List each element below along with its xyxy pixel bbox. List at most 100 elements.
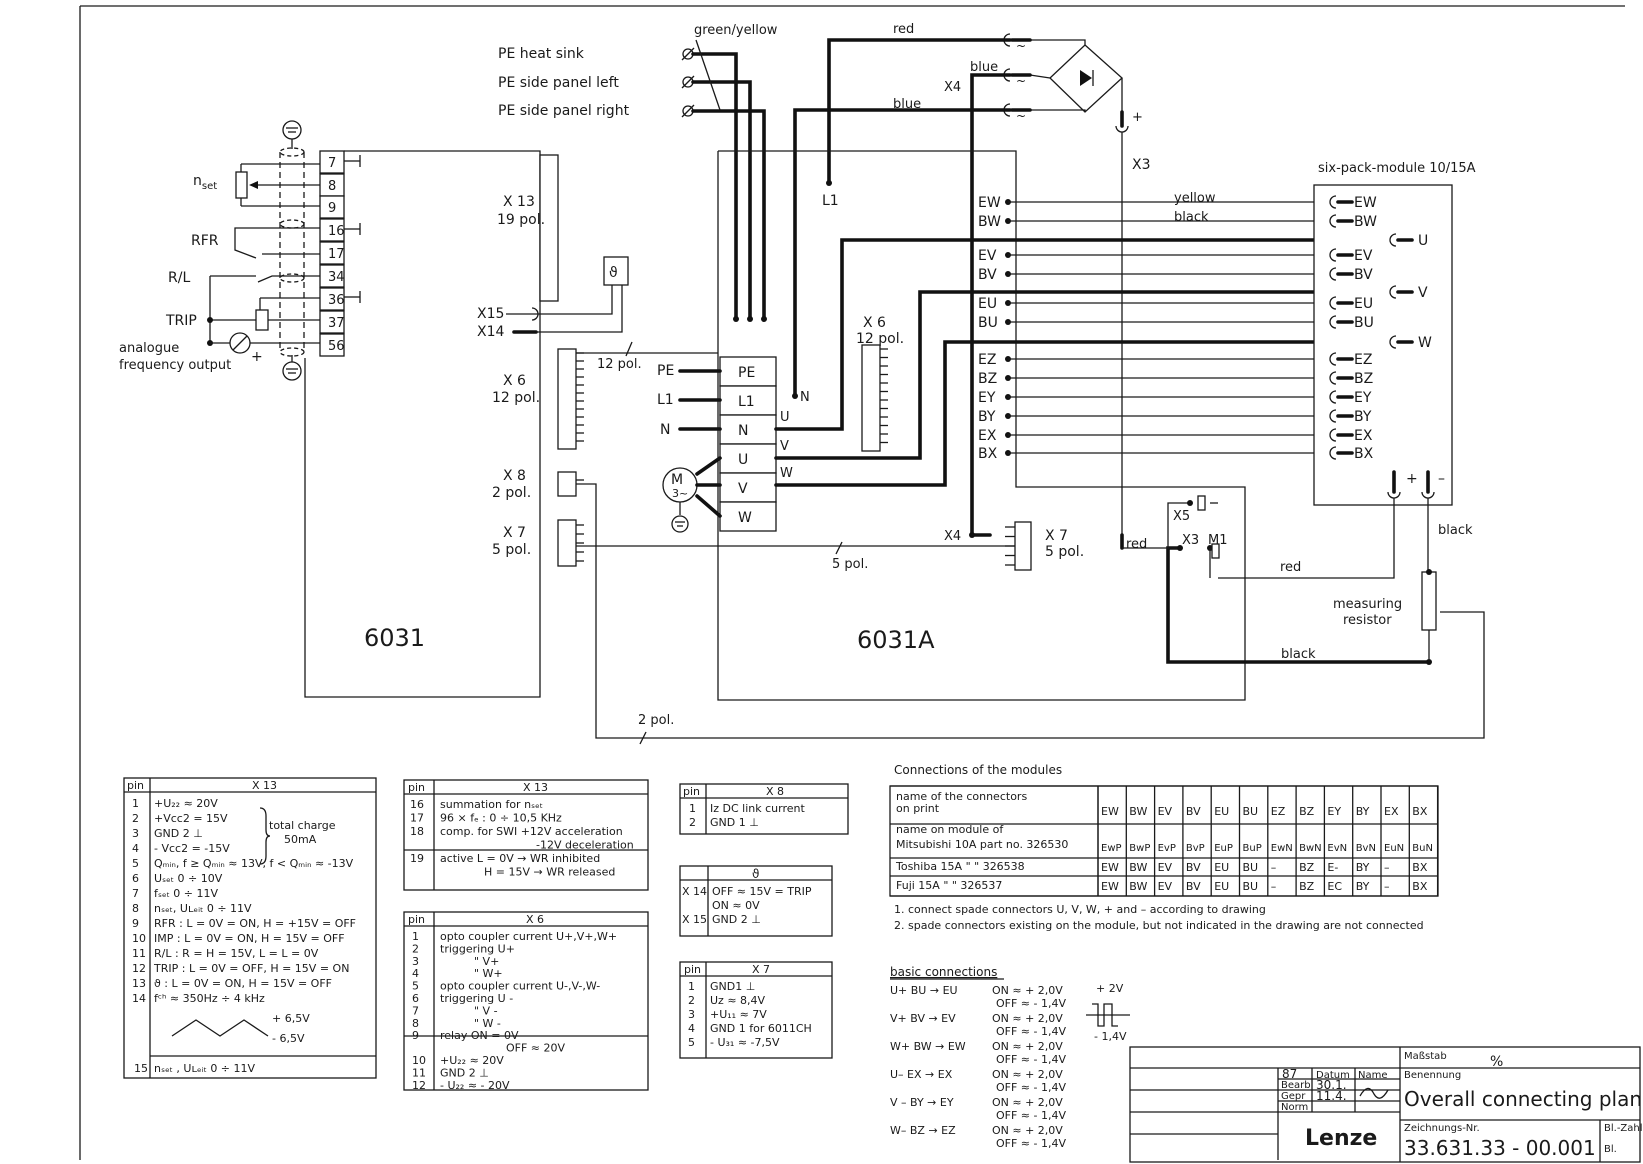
table-pin: 3 (688, 1008, 695, 1021)
x13-connector (539, 154, 559, 302)
table-pin: 7 (412, 1004, 419, 1017)
power-terminal-label: PE (738, 365, 755, 381)
x3-top-label: X3 (1132, 157, 1151, 173)
drawing-number: 33.631.33 - 00.001 (1404, 1136, 1596, 1160)
l1-drop-label: L1 (822, 193, 839, 209)
note-1: 1. connect spade connectors U, V, W, + a… (894, 903, 1266, 916)
table-cell: GND 2 ⊥ (154, 827, 203, 840)
pin-header: pin (127, 779, 144, 792)
theta-symbol: ϑ (609, 265, 618, 281)
table-cell: triggering U+ (440, 942, 515, 955)
table-cell: Uₛₑₜ 0 ÷ 10V (154, 872, 223, 885)
table-cell: triggering U - (440, 992, 513, 1005)
basic-off: OFF ≈ - 1,4V (996, 997, 1066, 1010)
gate-right-label: BW (1354, 214, 1377, 230)
gate-right-label: EV (1354, 248, 1373, 264)
x7-connector (557, 519, 577, 567)
gate-left-label: EW (978, 195, 1001, 211)
table-pin: 4 (688, 1022, 695, 1035)
m65-label: - 6,5V (272, 1032, 305, 1045)
modules-cell: EW (1101, 861, 1119, 874)
table-pin: 14 (132, 992, 146, 1005)
table-cell: OFF ≈ 20V (506, 1042, 566, 1055)
table-pin: 8 (412, 1017, 419, 1030)
black-right-label: black (1438, 523, 1473, 538)
yellow-wire-label: yellow (1174, 191, 1216, 206)
meter-plus: + (251, 349, 263, 365)
table-cell: " W+ (474, 967, 503, 980)
pin-header: pin (408, 781, 425, 794)
modules-cell: EU (1214, 805, 1229, 818)
date-2: 11.4. (1316, 1089, 1347, 1103)
x13b-header: X 13 (523, 781, 548, 794)
table-cell: opto coupler current U+,V+,W+ (440, 930, 617, 943)
x7-pol-label: 5 pol. (492, 542, 531, 558)
table-pin: 10 (132, 932, 146, 945)
table-cell: Uᴢ ≈ 8,4V (710, 994, 766, 1007)
x13-header: X 13 (252, 779, 277, 792)
table-pin: 15 (134, 1062, 148, 1075)
gate-right-label: EW (1354, 195, 1377, 211)
table-pin: 1 (412, 930, 419, 943)
power-section: PE heat sink PE side panel left PE side … (498, 22, 1485, 745)
modules-cell: EwN (1271, 843, 1293, 854)
cable-shield (279, 147, 305, 357)
table-pin: 9 (412, 1029, 419, 1042)
x8-connector (557, 471, 577, 497)
modules-cell: BY (1356, 805, 1370, 818)
x8-pol-label: 2 pol. (492, 485, 531, 501)
table-cell: " V+ (474, 955, 499, 968)
m14v-label: - 1,4V (1094, 1030, 1127, 1043)
x6b-label: X 6 (863, 315, 886, 331)
table-pin: 2 (689, 816, 696, 829)
basic-title: basic connections (890, 965, 997, 979)
n-side-label: N (800, 390, 810, 405)
two-pol-label: 2 pol. (638, 713, 674, 728)
resistor-label: resistor (1343, 613, 1392, 628)
power-terminal-label: L1 (738, 394, 755, 410)
gate-left-label: EZ (978, 352, 996, 368)
terminal-pin (319, 195, 345, 219)
total-charge-ma: 50mA (284, 833, 317, 846)
table-cell: ON ≈ 0V (712, 899, 760, 912)
x7-header: X 7 (752, 963, 770, 976)
gate-left-label: BZ (978, 371, 997, 387)
terminal-pin-label: 56 (328, 339, 345, 354)
table-cell: ϑ : L = 0V = ON, H = 15V = OFF (154, 977, 332, 990)
modules-cell: EZ (1271, 805, 1286, 818)
table-pin: 9 (132, 917, 139, 930)
power-terminal-label: W (738, 510, 752, 526)
motor-m: M (671, 472, 683, 488)
gate-right-label: BY (1354, 409, 1372, 425)
basic-off: OFF ≈ - 1,4V (996, 1025, 1066, 1038)
plus-terminal: + (1132, 110, 1143, 125)
terminal-pin (319, 333, 345, 357)
modules-cell: EuN (1384, 843, 1404, 854)
theta-header: ϑ (752, 867, 759, 881)
terminal-pin-label: 8 (328, 179, 336, 194)
p2v-label: + 2V (1096, 982, 1124, 995)
modules-cell: BX (1412, 880, 1428, 893)
massstab-label: Maßstab (1404, 1051, 1447, 1062)
table-cell: opto coupler current U-,V-,W- (440, 980, 600, 993)
table-pin: 2 (412, 942, 419, 955)
table-cell: GND 2 ⊥ (712, 913, 761, 926)
x7b-label: X 7 (1045, 528, 1068, 544)
table-cell: " V - (474, 1004, 498, 1017)
basic-on: ON ≈ + 2,0V (992, 984, 1063, 997)
terminal-pin-label: 16 (328, 224, 345, 239)
modules-row2a: name on module of (896, 823, 1004, 836)
table-pin: 4 (412, 967, 419, 980)
table-pin: 8 (132, 902, 139, 915)
modules-cell: BV (1186, 805, 1201, 818)
spade-connector-icon (1329, 371, 1337, 385)
blue-wire-label: blue (970, 60, 998, 75)
x5-plug-icon (1197, 495, 1206, 511)
modules-cell: EwP (1101, 843, 1122, 854)
